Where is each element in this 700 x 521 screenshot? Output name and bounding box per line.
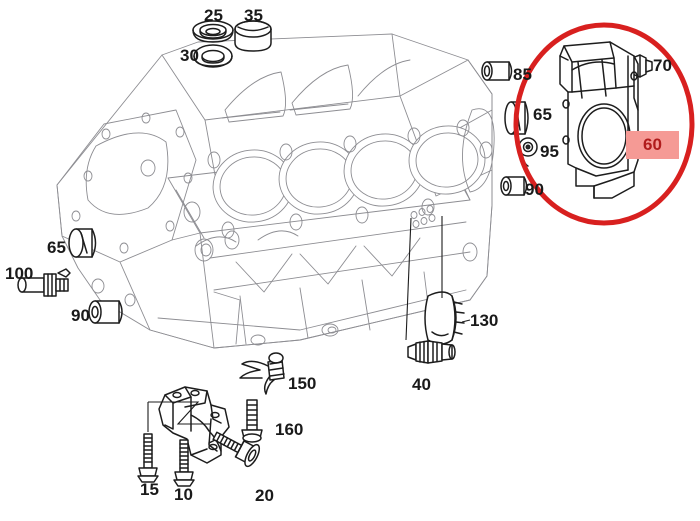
part-15-shape [137, 433, 159, 483]
part-10-shape [173, 439, 195, 487]
tapped-hole-cluster [410, 205, 436, 228]
bearing-bracket-shape [158, 386, 230, 464]
highlight-ellipse [513, 22, 695, 226]
callout-20: 20 [255, 486, 274, 505]
part-20-shape [212, 431, 261, 468]
callout-40: 40 [412, 375, 431, 394]
callout-160: 160 [275, 420, 304, 439]
part-130-shape [424, 291, 465, 345]
callout-15: 15 [140, 480, 159, 499]
part-90-left-shape [88, 300, 123, 324]
part-90-right-shape [500, 176, 528, 196]
callout-10: 10 [174, 485, 193, 504]
callout-70: 70 [653, 56, 672, 75]
part-30-shape [193, 44, 233, 68]
callout-150: 150 [288, 374, 317, 393]
front-face-bolt-holes [71, 112, 193, 254]
leader-130-label [461, 319, 471, 323]
callout-90-right: 90 [525, 180, 544, 199]
callout-95: 95 [540, 142, 559, 161]
part-160-shape [241, 399, 263, 443]
part-25-shape [192, 20, 234, 43]
callout-60-highlighted: 60 [626, 131, 679, 159]
callout-65-right: 65 [533, 105, 552, 124]
part-150-shape [239, 352, 285, 395]
callout-130: 130 [470, 311, 499, 330]
cylinder-bores [212, 125, 486, 223]
callout-65-left: 65 [47, 238, 66, 257]
leader-40 [405, 217, 412, 341]
part-35-shape [234, 20, 272, 52]
part-100-shape [17, 268, 71, 297]
callout-30: 30 [180, 46, 199, 65]
part-65-left-shape [68, 228, 97, 258]
callout-25: 25 [204, 6, 223, 25]
callout-90-left: 90 [71, 306, 90, 325]
callout-100: 100 [5, 264, 34, 283]
part-40-shape [407, 340, 456, 364]
leader-lines [405, 216, 471, 341]
part-60-shape [559, 41, 639, 199]
part-85-shape [481, 61, 513, 81]
engine-block-drawing [56, 33, 495, 349]
callout-85: 85 [513, 65, 532, 84]
callout-35: 35 [244, 6, 263, 25]
